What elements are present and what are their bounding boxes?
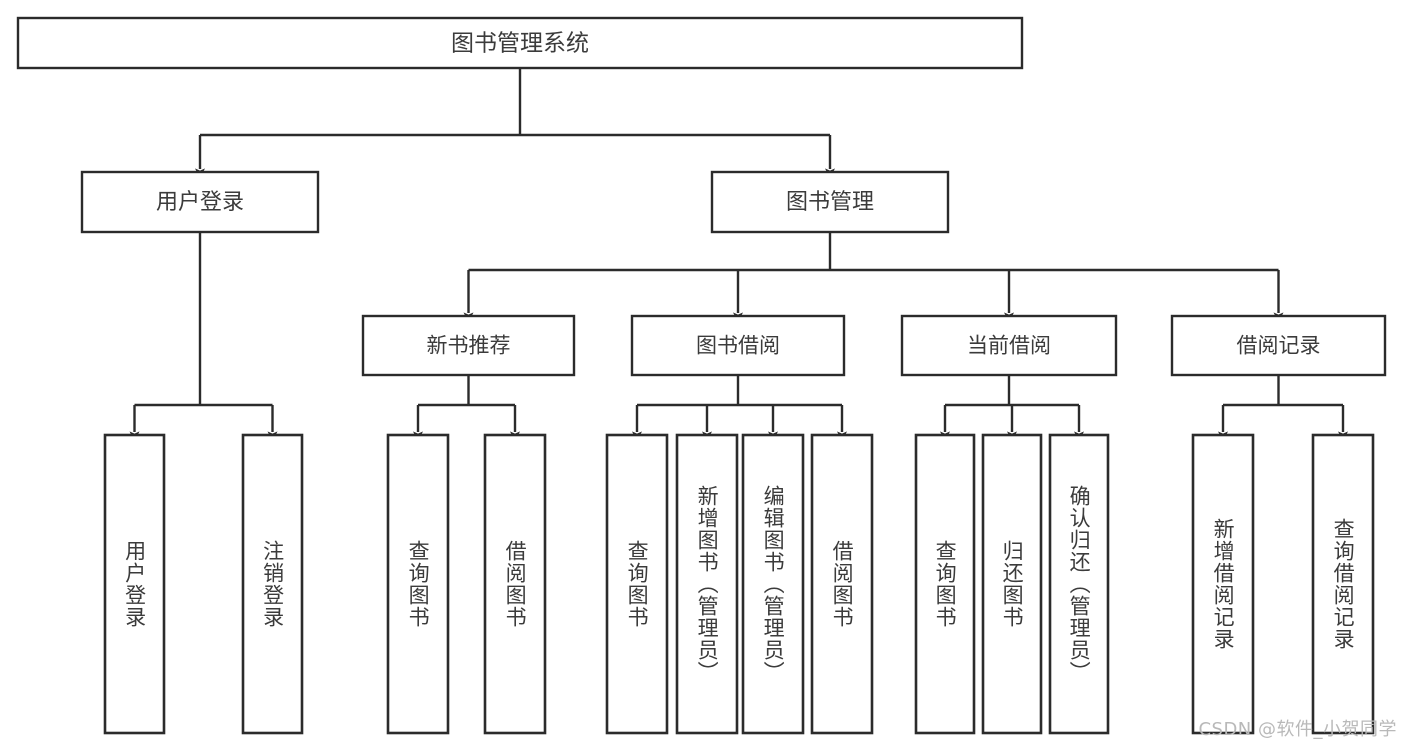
node-tier2-0-rect[interactable] — [361, 314, 576, 377]
node-tier2-1[interactable]: 图书借阅 — [630, 314, 846, 377]
node-leaf-8[interactable] — [914, 433, 976, 735]
node-tier2-2-label: 当前借阅 — [967, 334, 1051, 358]
node-tier2-1-label: 图书借阅 — [696, 334, 780, 358]
node-tier2-2[interactable]: 当前借阅 — [900, 314, 1118, 377]
node-leaf-2-rect[interactable] — [386, 433, 450, 735]
node-leaf-12[interactable] — [1311, 433, 1375, 735]
node-leaf-0-rect[interactable] — [103, 433, 166, 735]
node-tier2-3[interactable]: 借阅记录 — [1170, 314, 1387, 377]
node-tier1-1[interactable]: 图书管理 — [710, 170, 950, 234]
node-leaf-2[interactable] — [386, 433, 450, 735]
node-leaf-6[interactable] — [741, 433, 805, 735]
node-leaf-7-rect[interactable] — [810, 433, 874, 735]
node-leaf-10[interactable] — [1048, 433, 1110, 735]
node-leaf-9[interactable] — [981, 433, 1043, 735]
node-leaf-1[interactable] — [241, 433, 304, 735]
node-leaf-4[interactable] — [605, 433, 669, 735]
node-root-rect[interactable] — [16, 16, 1024, 70]
node-leaf-11-rect[interactable] — [1191, 433, 1255, 735]
node-leaf-1-rect[interactable] — [241, 433, 304, 735]
node-leaf-0[interactable] — [103, 433, 166, 735]
node-tier2-0[interactable]: 新书推荐 — [361, 314, 576, 377]
node-tier1-1-label: 图书管理 — [786, 190, 874, 215]
node-tier1-0-rect[interactable] — [80, 170, 320, 234]
node-leaf-11[interactable] — [1191, 433, 1255, 735]
node-leaf-10-rect[interactable] — [1048, 433, 1110, 735]
node-leaf-5[interactable] — [675, 433, 739, 735]
node-leaf-3-rect[interactable] — [483, 433, 547, 735]
watermark: CSDN @软件_小贺同学 — [1198, 719, 1397, 740]
node-leaf-5-rect[interactable] — [675, 433, 739, 735]
connector-lines — [129, 68, 1348, 442]
node-tier2-3-label: 借阅记录 — [1237, 334, 1321, 358]
node-leaf-3[interactable] — [483, 433, 547, 735]
node-root-label: 图书管理系统 — [451, 31, 589, 57]
node-tier1-0[interactable]: 用户登录 — [80, 170, 320, 234]
node-root[interactable]: 图书管理系统 — [16, 16, 1024, 70]
node-tier1-0-label: 用户登录 — [156, 190, 244, 215]
node-leaf-9-rect[interactable] — [981, 433, 1043, 735]
node-leaf-4-rect[interactable] — [605, 433, 669, 735]
node-tier2-2-rect[interactable] — [900, 314, 1118, 377]
node-leaf-6-rect[interactable] — [741, 433, 805, 735]
node-leaf-7[interactable] — [810, 433, 874, 735]
node-leaf-12-rect[interactable] — [1311, 433, 1375, 735]
node-leaf-8-rect[interactable] — [914, 433, 976, 735]
node-tier2-0-label: 新书推荐 — [427, 334, 511, 358]
node-tier2-3-rect[interactable] — [1170, 314, 1387, 377]
node-tier1-1-rect[interactable] — [710, 170, 950, 234]
node-tier2-1-rect[interactable] — [630, 314, 846, 377]
